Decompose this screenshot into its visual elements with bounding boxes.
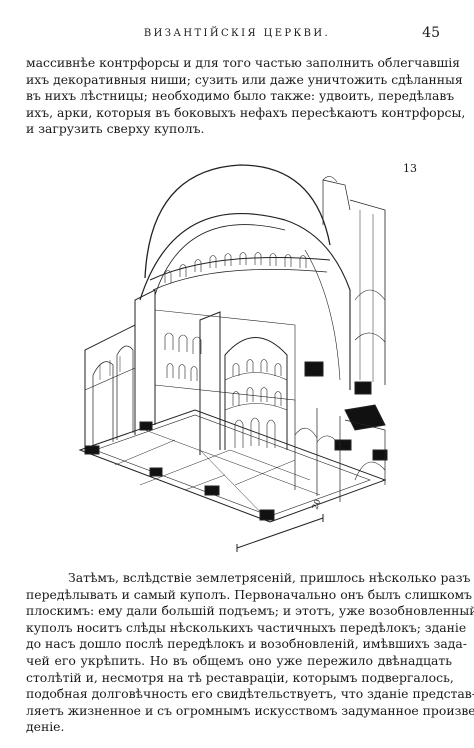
text-line: подобная долговѣчность его свидѣтельству…: [26, 686, 474, 702]
text-line: плоскимъ: ему дали большій подъемъ; и эт…: [26, 603, 474, 619]
text-line: столѣтій и, несмотря на тѣ реставраціи, …: [26, 669, 454, 685]
paragraph-1: массивнѣе контрфорсы и для того частью з…: [26, 55, 466, 138]
hagia-sophia-cutaway-drawing: 20: [78, 164, 388, 552]
text-line: Затѣмъ, вслѣдствіе землетрясеній, пришло…: [68, 570, 471, 585]
running-head: ВИЗАНТІЙСКІЯ ЦЕРКВИ. 45: [0, 25, 474, 44]
text-line: до насъ дошло послѣ передѣлокъ и возобно…: [26, 636, 467, 652]
text-line: ихъ, арки, которыя въ боковыхъ нефахъ пе…: [26, 104, 466, 120]
scale-label: 20: [310, 498, 322, 511]
text-line: деніе.: [26, 719, 65, 735]
text-line: чей его укрѣпить. Но въ общемъ оно уже п…: [26, 652, 452, 668]
text-line: и загрузить сверху куполъ.: [26, 121, 205, 137]
text-line: ляетъ жизненное и съ огромнымъ искусство…: [26, 702, 474, 718]
text-line: куполъ носитъ слѣды нѣсколькихъ частичны…: [26, 619, 467, 635]
figure-number: 13: [403, 162, 417, 175]
running-title: ВИЗАНТІЙСКІЯ ЦЕРКВИ.: [143, 28, 331, 39]
figure: 13: [55, 150, 425, 560]
text-line: въ нихъ лѣстницы; необходимо было также:…: [26, 88, 455, 104]
page-number: 45: [422, 25, 440, 41]
paragraph-2: Затѣмъ, вслѣдствіе землетрясеній, пришло…: [26, 570, 474, 736]
text-line: передѣлывать и самый куполъ. Первоначаль…: [26, 586, 473, 602]
text-line: ихъ декоративныя ниши; сузить или даже у…: [26, 71, 463, 87]
text-line: массивнѣе контрфорсы и для того частью з…: [26, 55, 460, 70]
